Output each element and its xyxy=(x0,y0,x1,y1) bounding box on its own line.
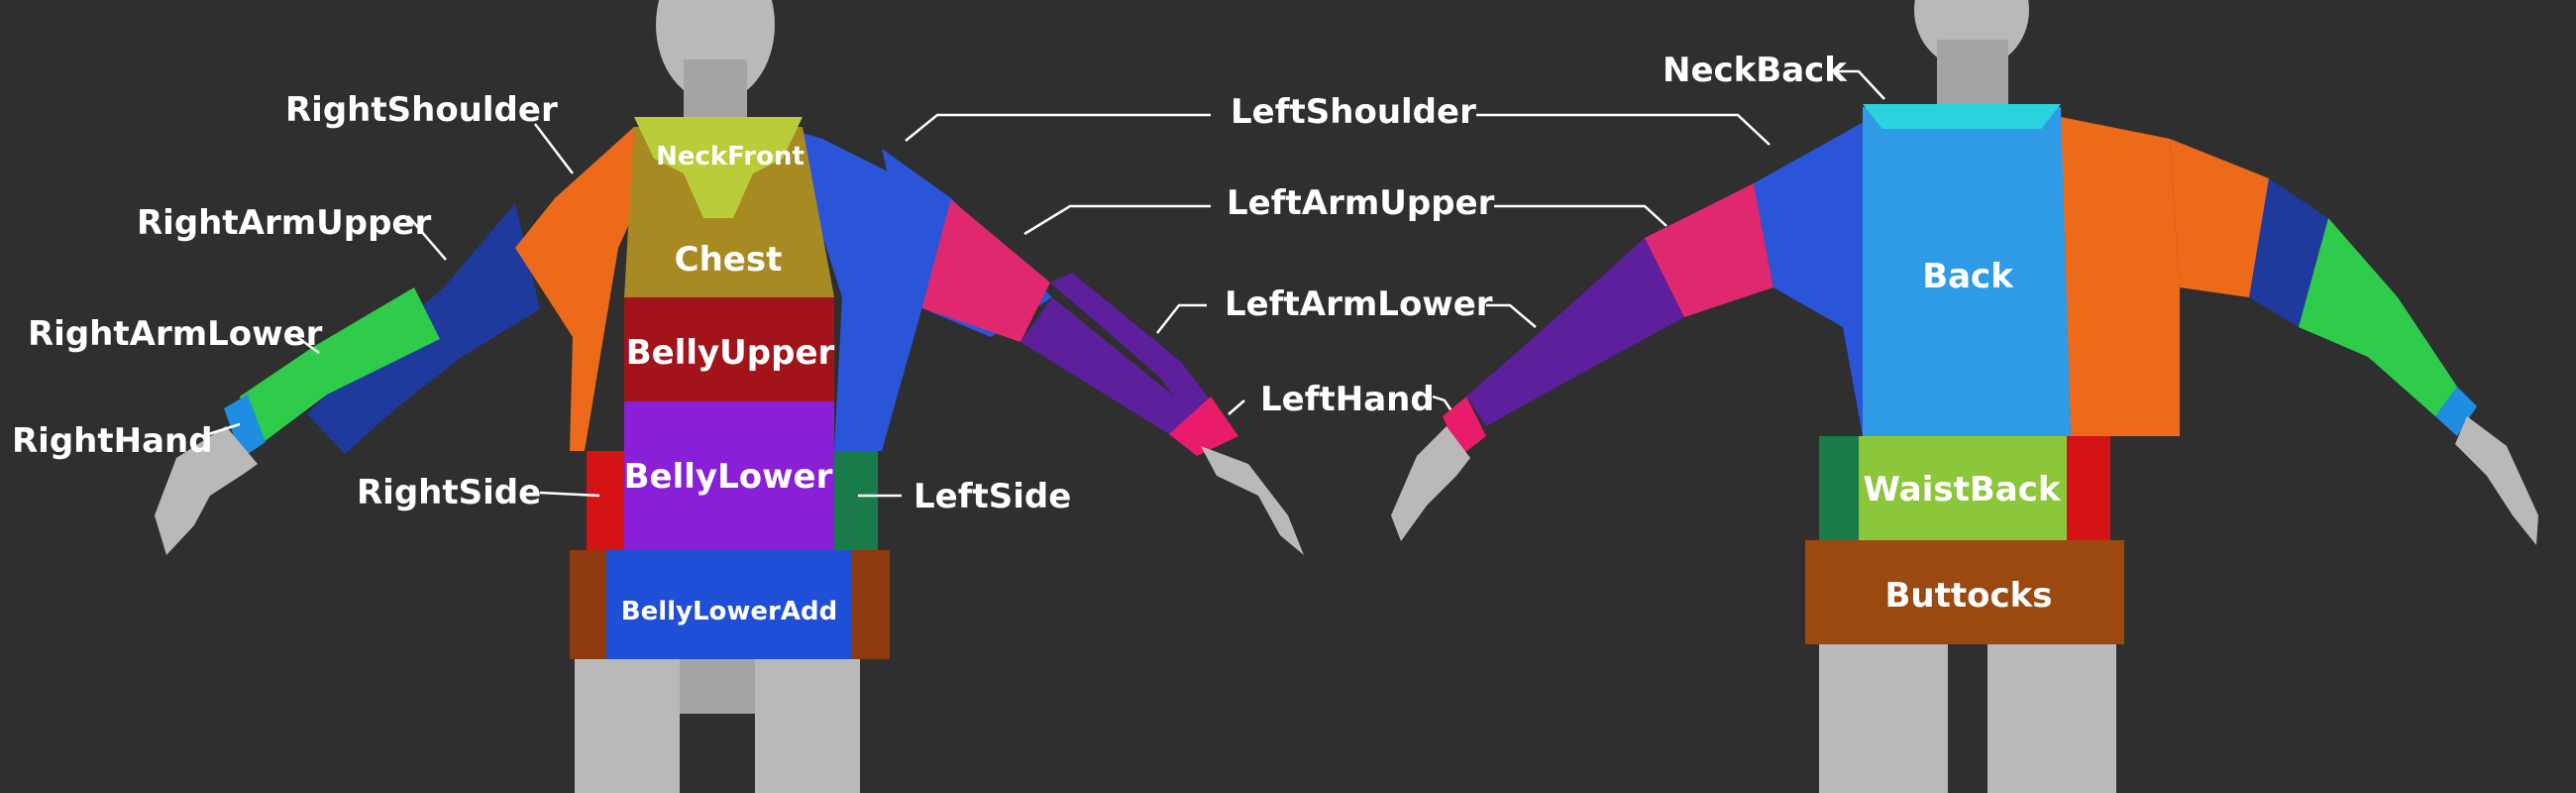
back-left-side-zone xyxy=(1819,436,1859,540)
neck-front-label: NeckFront xyxy=(656,142,805,171)
right-arm-upper-leader xyxy=(407,215,447,261)
waist-back-zone xyxy=(1859,436,2067,540)
left-hand-callout: LeftHand xyxy=(1260,380,1435,419)
front-left-arm-upper xyxy=(919,198,1050,342)
right-arm-lower-callout: RightArmLower xyxy=(28,314,323,354)
front-callouts: RightShoulder RightArmUpper RightArmLowe… xyxy=(12,90,1771,516)
left-arm-upper-leader-front xyxy=(1023,204,1211,236)
left-side-callout: LeftSide xyxy=(913,477,1071,516)
waist-back-label: WaistBack xyxy=(1863,470,2061,510)
front-neck-front-zone xyxy=(634,117,803,218)
back-right-arm-upper xyxy=(2249,178,2328,327)
buttocks-zone xyxy=(1805,540,2124,644)
front-belly-lower-zone xyxy=(624,401,834,550)
front-left-side-zone xyxy=(834,451,878,550)
left-shoulder-leader-front xyxy=(905,113,1211,142)
front-belly-lower-add-zone xyxy=(606,550,852,659)
left-hand-leader-back xyxy=(1432,395,1454,413)
back-label: Back xyxy=(1922,257,2014,296)
front-figure: NeckFront Chest BellyUpper BellyLower Be… xyxy=(155,0,1304,793)
left-arm-lower-callout: LeftArmLower xyxy=(1225,284,1493,324)
belly-lower-label: BellyLower xyxy=(624,457,833,497)
front-left-hand xyxy=(1201,446,1304,555)
right-side-leader xyxy=(539,491,600,498)
back-right-hand xyxy=(2455,416,2538,545)
belly-upper-label: BellyUpper xyxy=(626,333,835,373)
back-figure: Back WaistBack Buttocks xyxy=(1391,0,2538,793)
neck-back-zone xyxy=(1863,104,2061,129)
back-right-arm-lower xyxy=(2299,218,2457,416)
back-leg-right xyxy=(1819,644,1948,793)
back-zone xyxy=(1863,107,2071,436)
left-arm-lower-leader-front xyxy=(1156,303,1207,334)
back-left-hand xyxy=(1391,426,1470,541)
right-hand-leader xyxy=(201,422,241,438)
left-arm-upper-leader-back xyxy=(1494,204,1667,227)
neck-back-leader xyxy=(1833,69,1885,100)
chest-label: Chest xyxy=(675,240,783,280)
left-shoulder-leader-back xyxy=(1476,113,1771,146)
front-left-hand-cuff xyxy=(1169,396,1238,456)
right-shoulder-callout: RightShoulder xyxy=(285,90,558,130)
right-side-callout: RightSide xyxy=(357,473,541,512)
back-right-hand-cuff xyxy=(2435,387,2477,436)
neck-back-callout: NeckBack xyxy=(1663,51,1848,90)
front-left-arm-lower-b xyxy=(1020,297,1199,434)
back-left-hand-cuff xyxy=(1443,396,1486,456)
back-left-shoulder-yoke xyxy=(1754,117,1873,436)
buttocks-label: Buttocks xyxy=(1885,576,2053,616)
right-shoulder-leader xyxy=(534,123,574,174)
front-right-side-zone xyxy=(587,451,624,550)
front-leg-left xyxy=(755,654,860,793)
back-right-side-zone xyxy=(2067,436,2110,540)
front-leg-right xyxy=(575,654,680,793)
belly-lower-add-label: BellyLowerAdd xyxy=(621,597,837,626)
front-crotch xyxy=(680,654,755,714)
back-leg-left xyxy=(1987,644,2116,793)
back-right-shoulder-yoke xyxy=(2061,117,2180,436)
front-left-shoulder xyxy=(783,127,951,451)
front-right-hand xyxy=(155,426,258,555)
back-callouts: NeckBack xyxy=(1663,51,1885,100)
front-left-hem-side xyxy=(852,550,890,659)
left-hand-leader-front xyxy=(1228,399,1245,415)
right-hand-callout: RightHand xyxy=(12,421,213,461)
front-right-hem-side xyxy=(570,550,606,659)
front-right-arm-lower xyxy=(240,287,440,448)
back-left-arm-lower xyxy=(1466,238,1684,426)
right-arm-upper-callout: RightArmUpper xyxy=(137,203,431,243)
left-arm-upper-callout: LeftArmUpper xyxy=(1227,183,1495,223)
front-belly-upper-zone xyxy=(624,297,834,401)
right-arm-lower-leader xyxy=(296,335,320,355)
front-right-hand-cuff xyxy=(224,395,266,458)
left-shoulder-callout: LeftShoulder xyxy=(1231,92,1476,132)
front-left-arm-lower-a xyxy=(1050,273,1209,416)
left-arm-lower-leader-back xyxy=(1486,303,1537,328)
